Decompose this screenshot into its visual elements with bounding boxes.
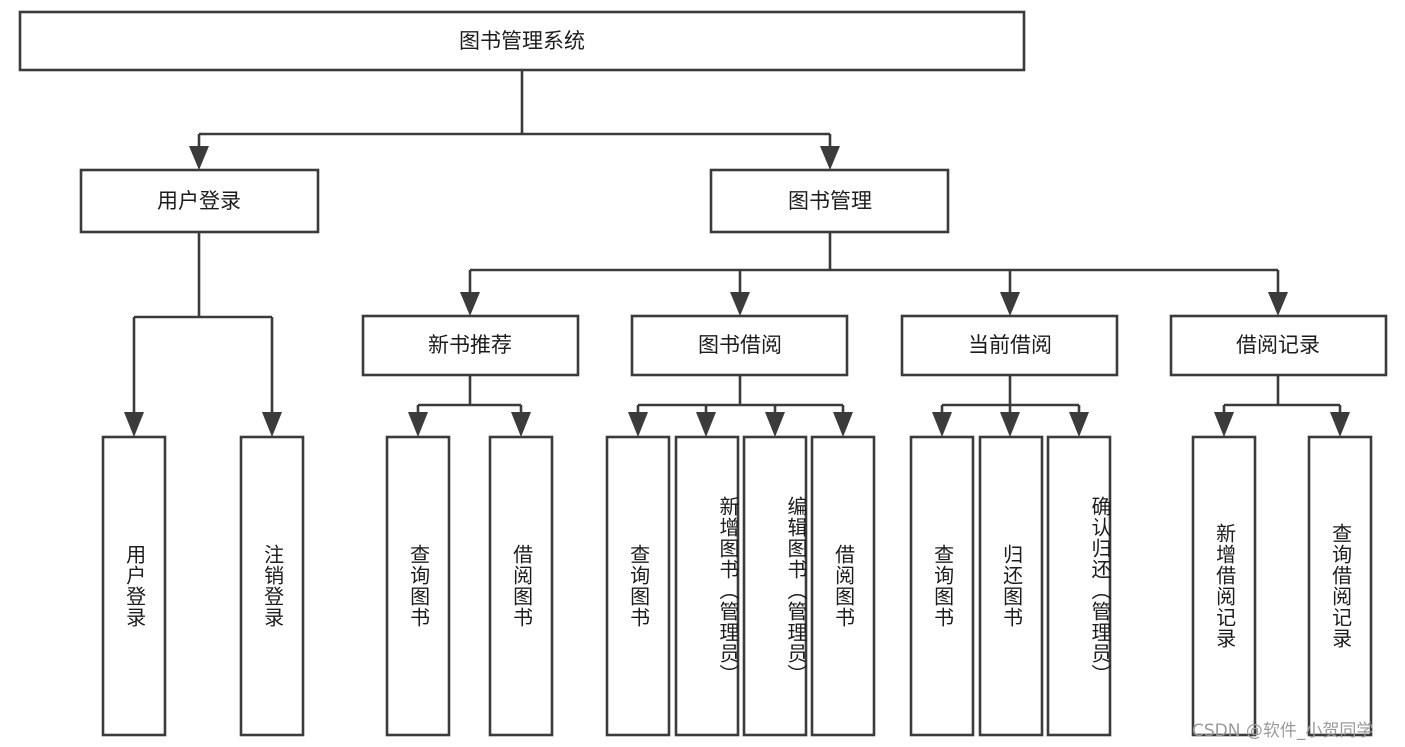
node-user-login-box[interactable] bbox=[79, 168, 320, 234]
leaf-box-book-borrow-3[interactable] bbox=[742, 435, 808, 737]
arrowhead-leaf-book-borrow-2 bbox=[696, 412, 716, 437]
leaf-box-new-book-1[interactable] bbox=[385, 435, 451, 737]
node-current-borrow-label: 当前借阅 bbox=[968, 333, 1052, 357]
node-borrow-record-label: 借阅记录 bbox=[1236, 333, 1320, 357]
node-new-book-recommend-box[interactable] bbox=[361, 314, 580, 377]
node-new-book-recommend[interactable]: 新书推荐 bbox=[361, 314, 580, 377]
arrowhead-leaf-current-borrow-1 bbox=[932, 412, 952, 437]
arrowhead-leaf-new-book-1 bbox=[408, 412, 428, 437]
leaf-box-current-borrow-1[interactable] bbox=[909, 435, 975, 737]
node-user-login[interactable]: 用户登录 bbox=[79, 168, 320, 234]
arrowhead-leaf-book-borrow-4 bbox=[833, 412, 853, 437]
arrowhead-leaf-book-borrow-3 bbox=[765, 412, 785, 437]
node-book-management[interactable]: 图书管理 bbox=[709, 168, 950, 234]
arrowhead-leaf-current-borrow-2 bbox=[1000, 412, 1020, 437]
arrowhead-current-borrow bbox=[1000, 292, 1020, 316]
node-root-box[interactable] bbox=[18, 10, 1026, 72]
leaf-box-book-borrow-4[interactable] bbox=[810, 435, 876, 737]
leaf-box-user-login-1[interactable] bbox=[101, 435, 167, 737]
leaf-box-current-borrow-3[interactable] bbox=[1046, 435, 1112, 737]
node-user-login-label: 用户登录 bbox=[157, 189, 241, 213]
leaf-box-new-book-2[interactable] bbox=[488, 435, 554, 737]
node-borrow-record-box[interactable] bbox=[1169, 314, 1388, 377]
connector-layer bbox=[124, 70, 1350, 437]
arrowhead-leaf-user-login-1 bbox=[124, 412, 144, 437]
arrowhead-leaf-current-borrow-3 bbox=[1069, 412, 1089, 437]
leaf-box-layer bbox=[101, 435, 1373, 737]
arrowhead-new-book bbox=[460, 292, 480, 316]
node-book-borrow[interactable]: 图书借阅 bbox=[630, 314, 849, 377]
leaf-box-current-borrow-2[interactable] bbox=[978, 435, 1044, 737]
node-borrow-record[interactable]: 借阅记录 bbox=[1169, 314, 1388, 377]
arrowhead-book-borrow bbox=[730, 292, 750, 316]
arrowhead-book-mgmt bbox=[820, 146, 840, 170]
node-current-borrow-box[interactable] bbox=[900, 314, 1119, 377]
arrowhead-leaf-borrow-record-1 bbox=[1214, 412, 1234, 437]
node-root[interactable]: 图书管理系统 bbox=[18, 10, 1026, 72]
node-root-label: 图书管理系统 bbox=[459, 29, 585, 53]
arrowhead-leaf-book-borrow-1 bbox=[628, 412, 648, 437]
node-current-borrow[interactable]: 当前借阅 bbox=[900, 314, 1119, 377]
arrowhead-borrow-record bbox=[1268, 292, 1288, 316]
leaf-box-book-borrow-2[interactable] bbox=[674, 435, 740, 737]
watermark-text: CSDN @软件_小贺同学 bbox=[1192, 721, 1374, 741]
leaf-box-borrow-record-1[interactable] bbox=[1191, 435, 1257, 737]
node-book-management-box[interactable] bbox=[709, 168, 950, 234]
leaf-box-borrow-record-2[interactable] bbox=[1307, 435, 1373, 737]
node-new-book-recommend-label: 新书推荐 bbox=[428, 333, 512, 357]
arrowhead-leaf-new-book-2 bbox=[511, 412, 531, 437]
arrowhead-leaf-user-login-2 bbox=[262, 412, 282, 437]
arrowhead-user-login bbox=[189, 146, 209, 170]
node-book-borrow-box[interactable] bbox=[630, 314, 849, 377]
leaf-box-user-login-2[interactable] bbox=[239, 435, 305, 737]
node-book-management-label: 图书管理 bbox=[788, 189, 872, 213]
node-book-borrow-label: 图书借阅 bbox=[698, 333, 782, 357]
leaf-box-book-borrow-1[interactable] bbox=[605, 435, 671, 737]
arrowhead-leaf-borrow-record-2 bbox=[1330, 412, 1350, 437]
